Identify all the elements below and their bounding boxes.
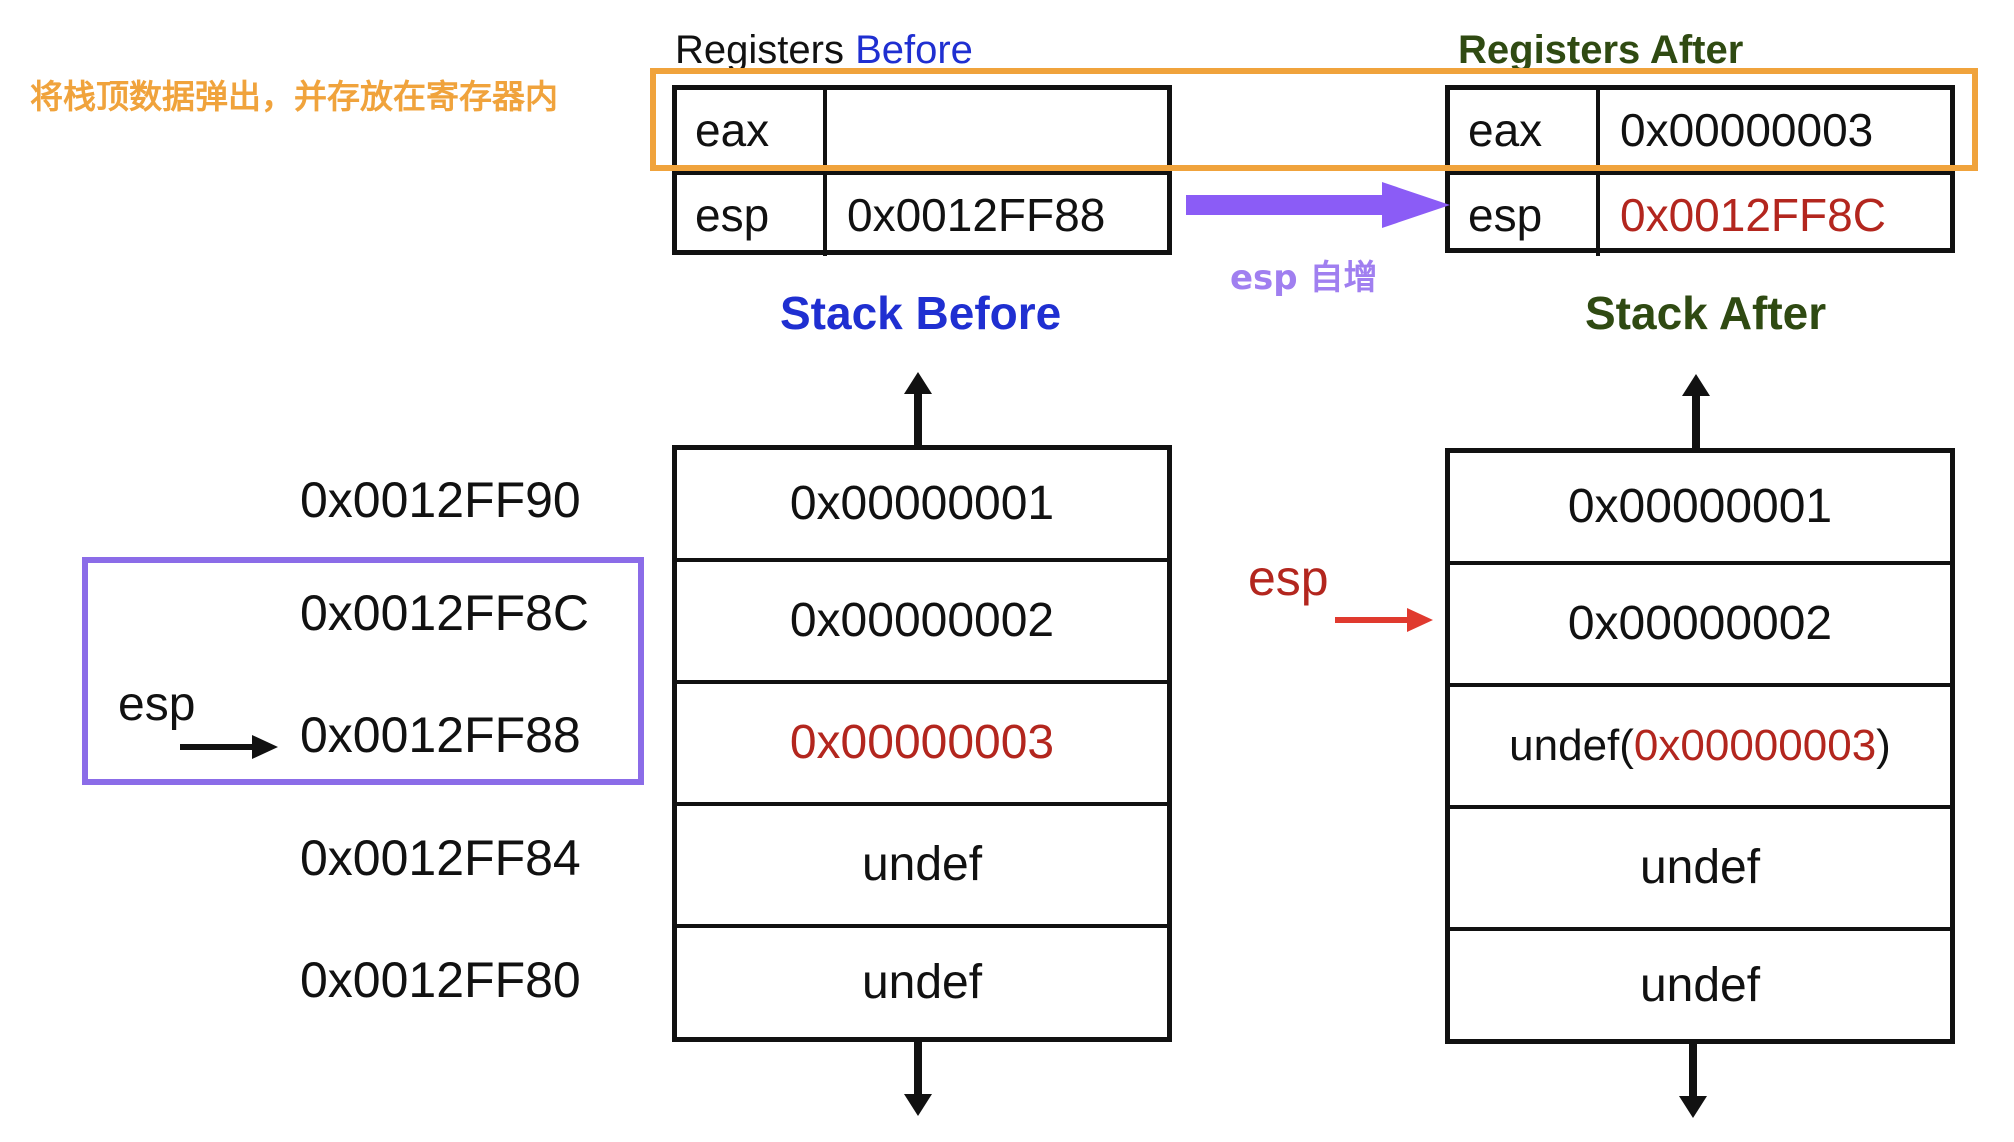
stack-before-up-arrow bbox=[904, 372, 932, 448]
address-label: 0x0012FF90 bbox=[300, 472, 581, 528]
stack-cell: 0x00000001 bbox=[1567, 480, 1833, 533]
esp-pointer-label-before: esp bbox=[118, 678, 196, 731]
stack-before-table: 0x00000001 0x00000002 0x00000003 undef u… bbox=[672, 445, 1172, 1042]
stack-cell: undef bbox=[677, 924, 1167, 1037]
popped-suffix: ) bbox=[1876, 721, 1891, 770]
esp-increment-label: esp 自增 bbox=[1230, 258, 1378, 298]
register-value: 0x00000003 bbox=[1620, 104, 1874, 156]
register-name: eax bbox=[677, 90, 827, 171]
stack-cell: 0x00000001 bbox=[789, 477, 1055, 530]
register-value: 0x0012FF88 bbox=[847, 189, 1106, 241]
esp-pointer-arrow-before bbox=[180, 735, 278, 759]
eax-highlight-box bbox=[650, 68, 1978, 171]
stack-after-down-arrow bbox=[1679, 1042, 1707, 1118]
stack-before-down-arrow bbox=[904, 1040, 932, 1116]
stack-after-table: 0x00000001 0x00000002 undef(0x00000003) … bbox=[1445, 448, 1955, 1044]
esp-pointer-label-after: esp bbox=[1248, 550, 1329, 606]
esp-increment-arrow bbox=[1186, 182, 1450, 228]
stack-after-up-arrow bbox=[1682, 374, 1710, 452]
stack-cell-top: 0x00000002 bbox=[1450, 561, 1950, 683]
address-label: 0x0012FF8C bbox=[300, 585, 590, 641]
register-name: eax bbox=[1450, 90, 1600, 171]
register-row-eax: eax 0x00000003 bbox=[1450, 90, 1950, 171]
address-label: 0x0012FF84 bbox=[300, 830, 581, 886]
stack-cell-top: 0x00000003 bbox=[677, 680, 1167, 802]
registers-before-title: Registers Before bbox=[675, 28, 973, 72]
popped-prefix: undef( bbox=[1509, 721, 1634, 770]
pop-annotation: 将栈顶数据弹出，并存放在寄存器内 bbox=[30, 77, 558, 116]
register-name: esp bbox=[677, 175, 827, 256]
registers-before-title-suffix: Before bbox=[855, 28, 973, 72]
popped-value: 0x00000003 bbox=[1633, 721, 1877, 770]
stack-after-title: Stack After bbox=[1585, 287, 1827, 339]
register-row-esp: esp 0x0012FF88 bbox=[677, 171, 1167, 256]
stack-cell: 0x00000002 bbox=[677, 558, 1167, 680]
stack-cell-popped: undef(0x00000003) bbox=[1450, 683, 1950, 805]
stack-cell: undef bbox=[677, 802, 1167, 924]
esp-pointer-arrow-after bbox=[1335, 608, 1433, 632]
stack-before-title: Stack Before bbox=[780, 287, 1062, 339]
register-row-eax: eax bbox=[677, 90, 1167, 171]
registers-after-title: Registers After bbox=[1458, 28, 1744, 72]
register-row-esp: esp 0x0012FF8C bbox=[1450, 171, 1950, 256]
stack-cell: undef bbox=[1450, 927, 1950, 1039]
address-label: 0x0012FF80 bbox=[300, 952, 581, 1008]
registers-before-title-prefix: Registers bbox=[675, 28, 856, 72]
register-name: esp bbox=[1450, 175, 1600, 256]
address-label: 0x0012FF88 bbox=[300, 707, 581, 763]
esp-before-highlight-box bbox=[82, 557, 644, 785]
register-value-changed: 0x0012FF8C bbox=[1620, 189, 1886, 241]
stack-cell: undef bbox=[1450, 805, 1950, 927]
